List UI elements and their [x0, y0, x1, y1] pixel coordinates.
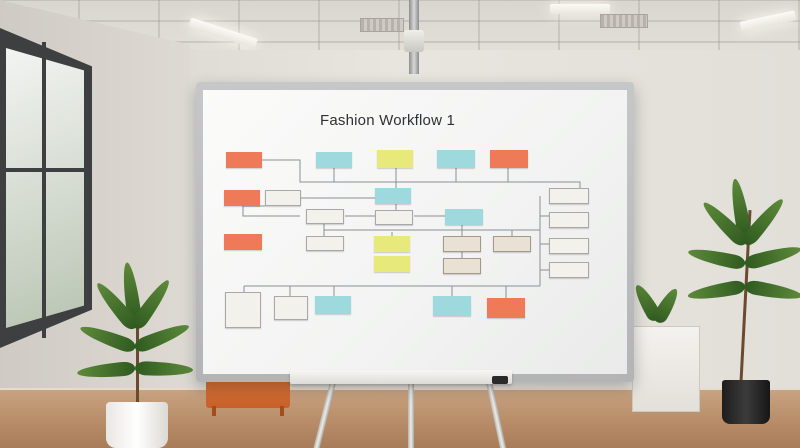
sticky-note: [549, 212, 589, 228]
connector: [242, 206, 300, 217]
ceiling-vent-2: [600, 14, 648, 28]
bench-leg: [212, 406, 216, 416]
sticky-note: [377, 150, 413, 168]
sticky-note: [225, 292, 261, 328]
sticky-note: [315, 296, 351, 314]
whiteboard-tray: [290, 370, 512, 384]
sticky-note: [224, 234, 262, 250]
sticky-note: [549, 262, 589, 278]
connector: [262, 159, 581, 194]
sticky-note: [306, 236, 344, 251]
sticky-note: [375, 210, 413, 225]
sticky-note: [226, 152, 262, 168]
easel-leg: [408, 382, 414, 448]
sticky-note: [374, 236, 410, 252]
sticky-note: [316, 152, 352, 168]
sticky-note: [445, 209, 483, 225]
ceiling-vent: [360, 18, 404, 32]
white-plant-pot: [106, 402, 168, 448]
sticky-note: [443, 236, 481, 252]
sticky-note: [493, 236, 531, 252]
sticky-note: [437, 150, 475, 168]
bench-leg: [280, 406, 284, 416]
sticky-note: [433, 296, 471, 316]
sticky-note: [274, 296, 308, 320]
sticky-note: [375, 188, 411, 204]
sticky-note: [443, 258, 481, 274]
board-title: Fashion Workflow 1: [320, 112, 456, 129]
sticky-note: [487, 298, 525, 318]
window-mullion-vertical: [42, 42, 46, 338]
marker: [492, 376, 508, 384]
sticky-note: [265, 190, 301, 206]
window-mullion-horizontal: [6, 168, 84, 172]
sticky-note: [374, 256, 410, 272]
black-plant-pot: [722, 380, 770, 424]
lamp-head: [404, 30, 424, 52]
floor-reflection: [0, 388, 800, 390]
sticky-note: [490, 150, 528, 168]
sticky-note: [549, 238, 589, 254]
plant-stem: [136, 300, 139, 404]
whiteboard-surface: [203, 90, 627, 374]
sticky-note: [549, 188, 589, 204]
white-cabinet: [632, 326, 700, 412]
sticky-note: [224, 190, 260, 206]
sticky-note: [306, 209, 344, 224]
ceiling-light-center: [550, 4, 610, 14]
